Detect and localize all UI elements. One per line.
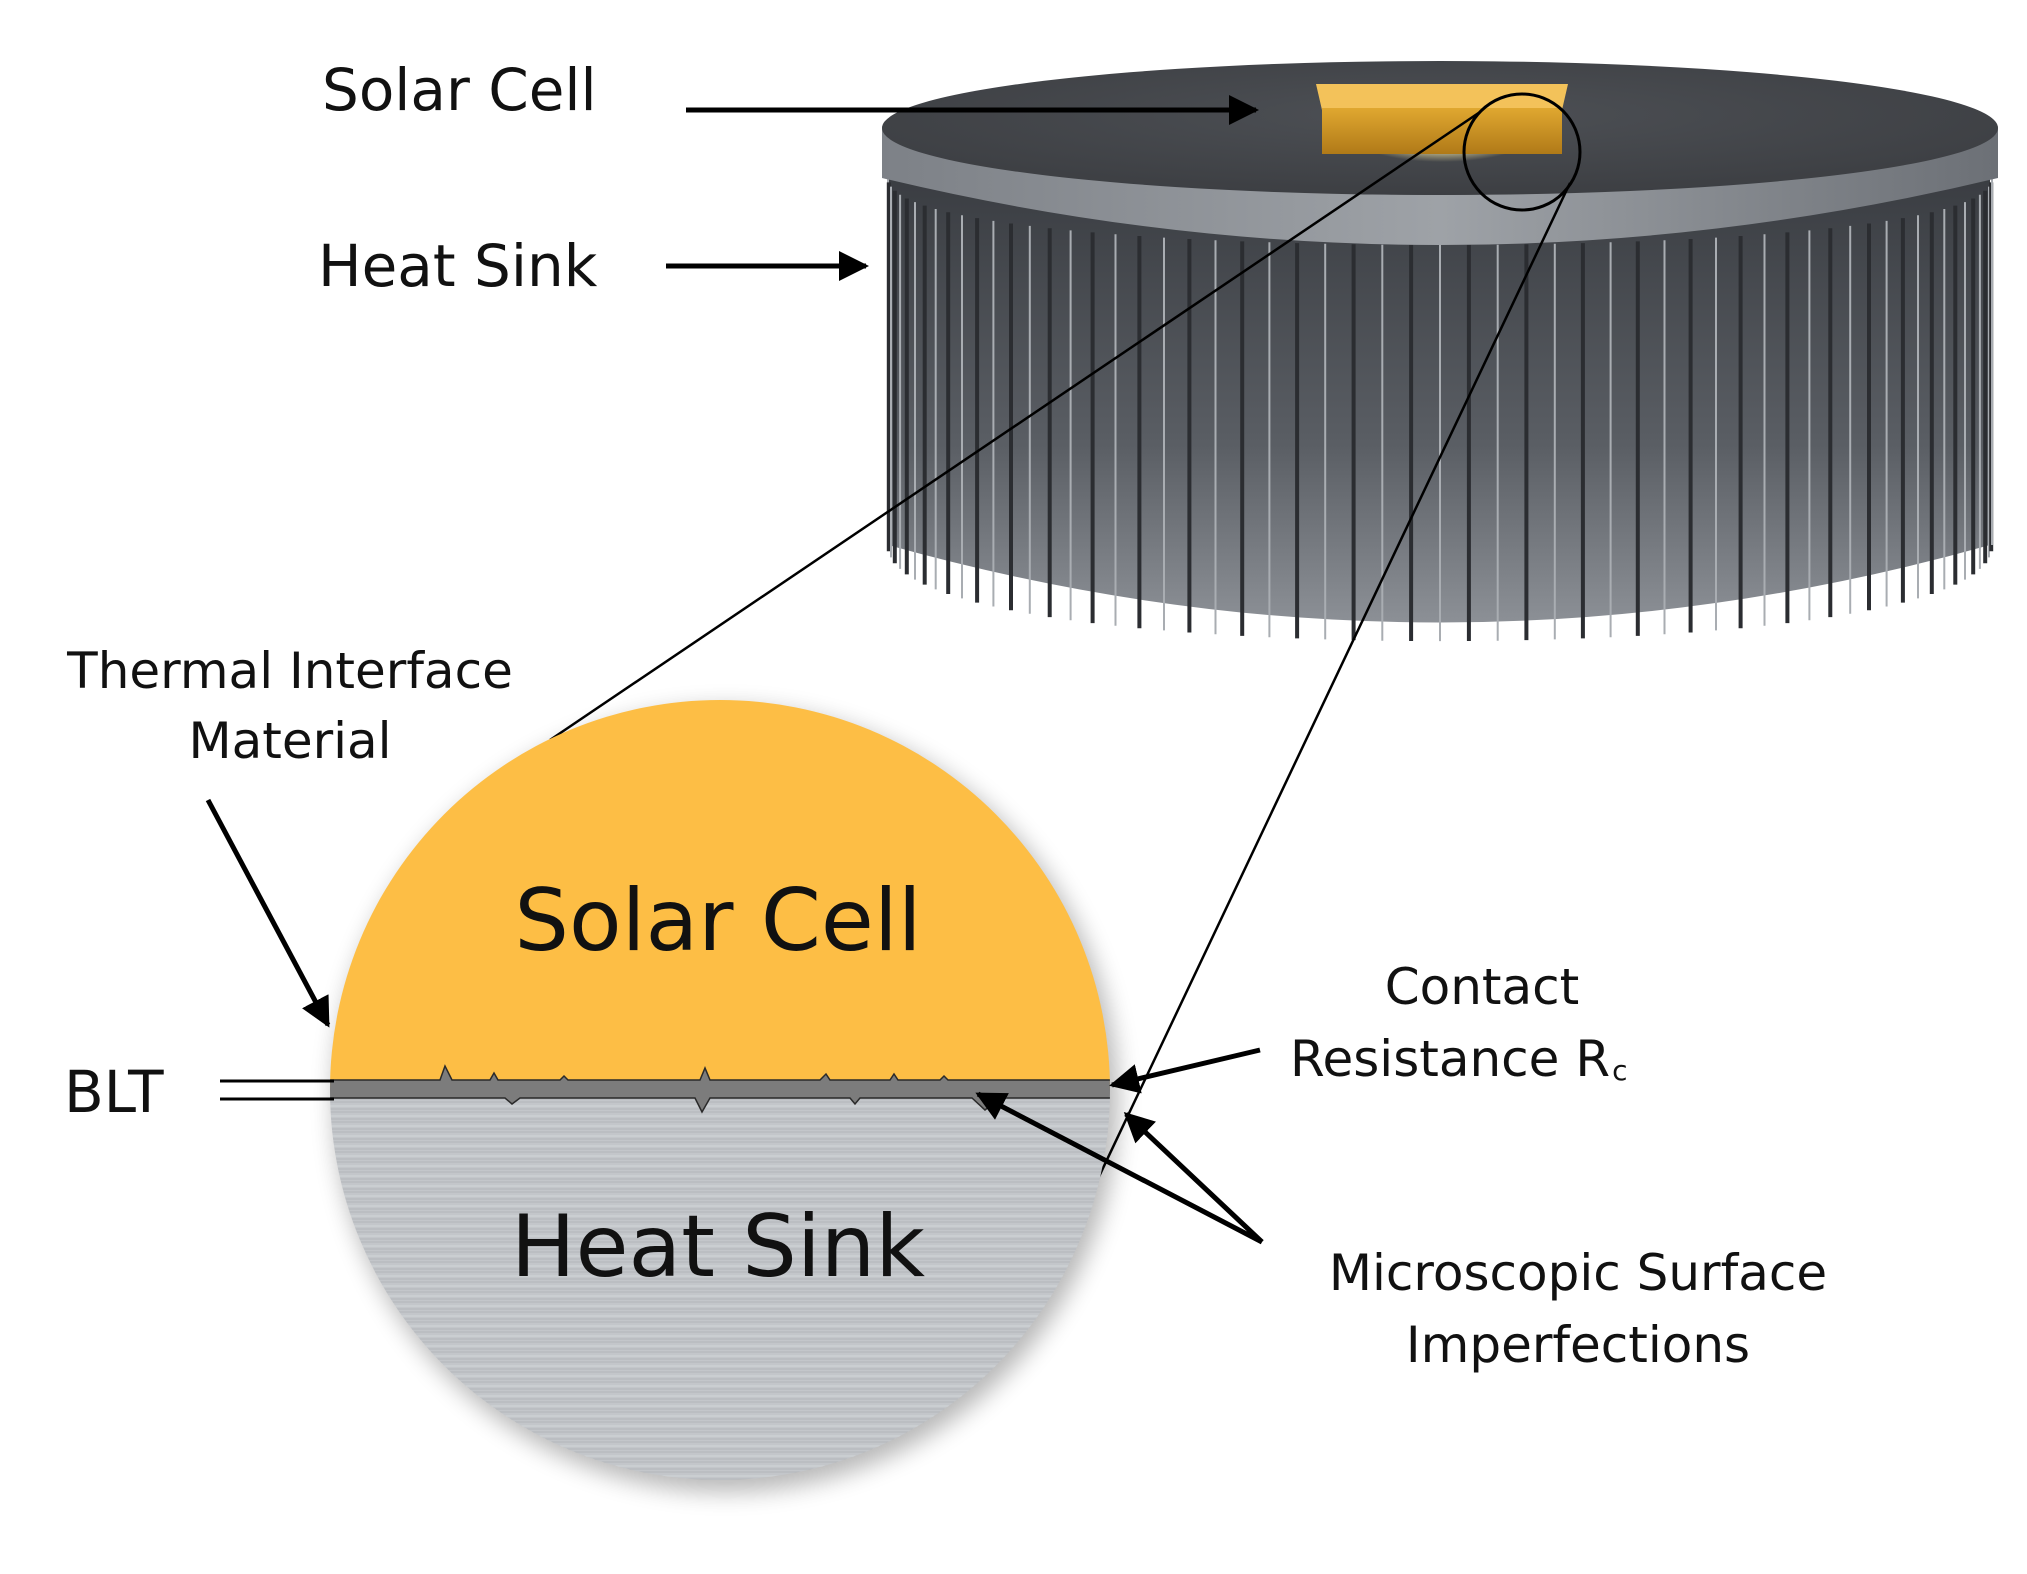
label-micro-line2: Imperfections — [1406, 1316, 1750, 1374]
heat-sink-detail-region — [330, 1090, 1110, 1480]
heat-sink-rim — [882, 128, 1998, 245]
tim-layer — [330, 1064, 1110, 1114]
zoom-line-right — [1093, 182, 1572, 1186]
label-contact-line1: Contact — [1385, 958, 1580, 1016]
arrow-tim — [205, 798, 331, 1028]
heat-sink-fin-lines — [886, 178, 1994, 642]
label-tim-line1: Thermal Interface — [66, 642, 513, 700]
label-heat-sink-detail: Heat Sink — [511, 1197, 925, 1297]
label-solar-cell-top: Solar Cell — [322, 56, 597, 124]
label-heat-sink-top: Heat Sink — [318, 232, 598, 300]
arrow-micro-2 — [1123, 1111, 1264, 1244]
label-micro-line1: Microscopic Surface — [1329, 1244, 1827, 1302]
arrow-micro-1 — [975, 1091, 1264, 1245]
label-tim-line2: Material — [188, 712, 391, 770]
solar-cell-chip — [1322, 108, 1562, 154]
arrow-contact-resistance — [1109, 1047, 1261, 1094]
zoom-line-left — [549, 110, 1481, 742]
detail-view — [330, 700, 1118, 1492]
zoom-circle — [1462, 92, 1582, 212]
label-contact-line2: Resistance R — [1290, 1030, 1610, 1088]
label-blt: BLT — [64, 1058, 164, 1126]
heat-sink-3d — [882, 61, 1998, 642]
label-solar-cell-detail: Solar Cell — [514, 871, 921, 971]
solar-cell-chip-top — [1316, 84, 1568, 110]
label-contact-subscript: c — [1612, 1054, 1627, 1087]
